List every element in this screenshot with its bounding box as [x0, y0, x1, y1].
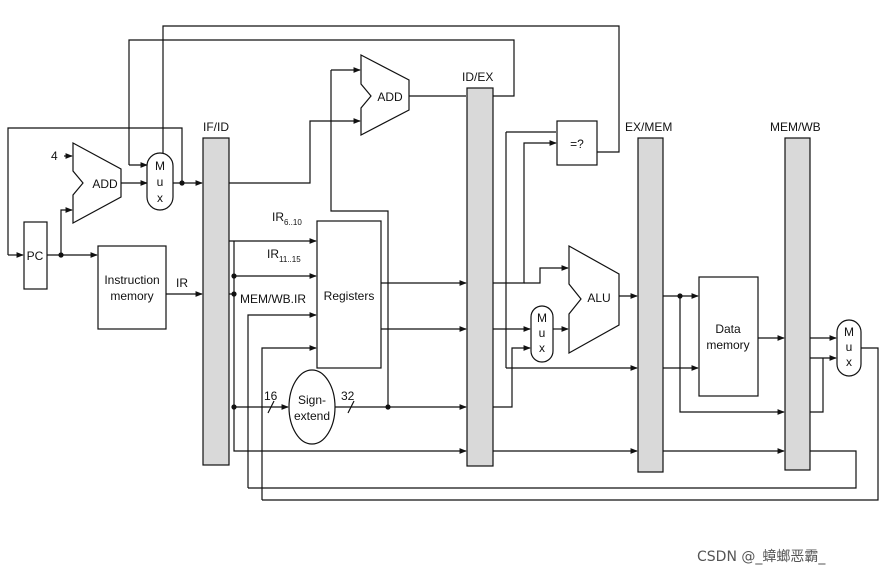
- latch-id-ex: [466, 87, 494, 467]
- pc-mux-label-u: u: [157, 175, 164, 189]
- wire-pc-to-add: [60, 207, 73, 255]
- pc-register: [23, 221, 48, 290]
- stage-label-ex-mem: EX/MEM: [625, 120, 672, 134]
- compare-label: =?: [570, 137, 584, 151]
- junction-dot: [231, 273, 237, 279]
- ir-6-10-base: IR: [272, 210, 284, 224]
- ir-11-15-base: IR: [267, 247, 279, 261]
- latch-ex-mem: [637, 137, 664, 473]
- instruction-memory: [97, 245, 167, 330]
- alu-mux-label-m: M: [537, 311, 547, 325]
- ir-11-15-subscript: 11..15: [279, 255, 301, 264]
- wb-mux-label-x: x: [846, 355, 852, 369]
- register-file: [316, 220, 382, 369]
- pc-adder-label: ADD: [92, 177, 118, 191]
- junction-dot: [231, 291, 237, 297]
- imem-label-line1: Instruction: [104, 273, 159, 287]
- wire-wbmux-bypass: [810, 358, 824, 413]
- pc-adder: [72, 141, 122, 225]
- wire-compare-to-mux-select: [162, 25, 620, 153]
- watermark: CSDN @_蟑螂恶霸_: [697, 549, 826, 565]
- wire-ir-bus: [233, 241, 467, 454]
- wire-ifid-pc-to-add: [229, 118, 361, 184]
- wire-pc-mux-feedback: [7, 127, 183, 255]
- wire-a-to-compare: [493, 140, 557, 284]
- junction-dot: [58, 252, 64, 258]
- alu-mux: [530, 305, 554, 363]
- dmem-label-line2: memory: [706, 338, 749, 352]
- ir-label: IR: [176, 276, 188, 290]
- imem-label-line2: memory: [110, 289, 153, 303]
- writeback-mux: [836, 319, 862, 377]
- data-memory: [698, 276, 759, 397]
- wire-imm-to-mux: [493, 345, 531, 408]
- wb-mux-label-m: M: [844, 325, 854, 339]
- bus-slash-16: [267, 400, 275, 414]
- ir-11-15-label: IR11..15: [267, 247, 301, 264]
- alu-mux-label-x: x: [539, 341, 545, 355]
- junctions: [58, 180, 683, 410]
- wire-memwb-ir: [247, 312, 317, 488]
- sign-extend-unit: [288, 369, 336, 445]
- latch-mem-wb: [784, 137, 811, 471]
- ir-6-10-subscript: 6..10: [284, 218, 302, 227]
- wire-branch-target-loop: [128, 39, 515, 165]
- ir-6-10-label: IR6..10: [272, 210, 302, 227]
- wire-alu-bypass: [679, 296, 785, 415]
- wire-memwb-ir-loop: [248, 450, 857, 489]
- dmem-label-line1: Data: [715, 322, 741, 336]
- junction-dot: [231, 404, 237, 410]
- stage-label-mem-wb: MEM/WB: [770, 120, 821, 134]
- pc-mux-label-m: M: [155, 159, 165, 173]
- latch-if-id: [202, 137, 230, 466]
- mem-wb-ir-label: MEM/WB.IR: [240, 292, 306, 306]
- const-four-label: 4: [51, 149, 58, 163]
- stage-label-if-id: IF/ID: [203, 120, 229, 134]
- sign-extend-label-line2: extend: [294, 409, 330, 423]
- junction-dot: [385, 404, 391, 410]
- pc-mux: [146, 152, 174, 211]
- wire-a-to-alu: [524, 265, 569, 284]
- registers-label: Registers: [324, 289, 375, 303]
- pc-label: PC: [27, 249, 44, 263]
- compare-unit: [556, 120, 598, 166]
- bits-16-label: 16: [264, 389, 278, 403]
- wire-writeback-loop: [262, 347, 879, 501]
- components: [23, 54, 862, 445]
- alu-label: ALU: [587, 291, 610, 305]
- junction-dot: [677, 293, 683, 299]
- junction-dot: [179, 180, 185, 186]
- pc-mux-label-x: x: [157, 191, 163, 205]
- bus-width-marks: [267, 400, 355, 414]
- branch-adder: [360, 54, 410, 136]
- labels: IF/ID ID/EX EX/MEM MEM/WB PC ADD ADD M u…: [27, 70, 854, 423]
- pipeline-registers: [202, 87, 811, 473]
- sign-extend-label-line1: Sign-: [298, 393, 326, 407]
- wires: [7, 25, 879, 501]
- bits-32-label: 32: [341, 389, 355, 403]
- stage-label-id-ex: ID/EX: [462, 70, 493, 84]
- branch-adder-label: ADD: [377, 90, 403, 104]
- bus-slash-32: [347, 400, 355, 414]
- alu-mux-label-u: u: [539, 326, 546, 340]
- alu: [568, 244, 620, 355]
- wire-offset-to-add: [330, 70, 389, 407]
- wb-mux-label-u: u: [846, 340, 853, 354]
- wire-writeback-data: [261, 345, 317, 500]
